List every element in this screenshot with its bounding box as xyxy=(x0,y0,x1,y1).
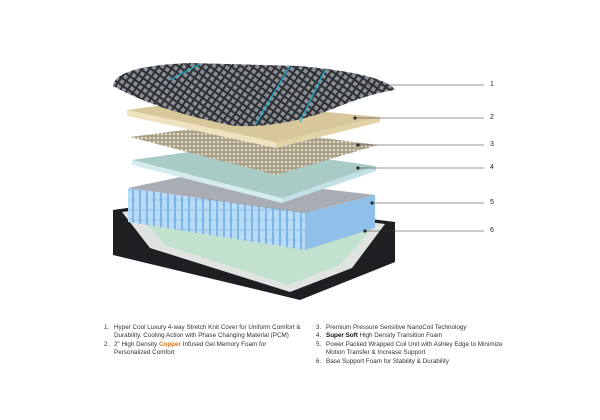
legend-number: 4. xyxy=(316,332,322,340)
legend-column-left: 1. Hyper Cool Luxury 4-way Stretch Knit … xyxy=(104,324,304,358)
legend-text: 2" High Density Copper Infused Gel Memor… xyxy=(114,341,304,358)
legend-number: 5. xyxy=(316,340,322,348)
legend-column-right: 3. Premium Pressure Sensitive NanoCoil T… xyxy=(316,324,506,366)
legend-item-5: 5. Power Packed Wrapped Coil Unit with A… xyxy=(316,341,506,358)
legend-number: 6. xyxy=(316,357,322,365)
callout-1: 1 xyxy=(490,81,494,88)
callout-3: 3 xyxy=(490,141,494,148)
callout-6: 6 xyxy=(490,227,494,234)
legend-text: Hyper Cool Luxury 4-way Stretch Knit Cov… xyxy=(114,324,301,340)
legend-item-6: 6. Base Support Foam for Stability & Dur… xyxy=(316,358,506,366)
stretch-knit-cover-layer xyxy=(113,63,395,127)
callout-5: 5 xyxy=(490,199,494,206)
legend-item-1: 1. Hyper Cool Luxury 4-way Stretch Knit … xyxy=(104,324,304,341)
legend-item-4: 4. Super Soft High Density Transition Fo… xyxy=(316,332,506,340)
legend-text-part: 2" High Density xyxy=(114,340,159,348)
legend-number: 3. xyxy=(316,324,322,331)
leader-lines xyxy=(353,83,484,233)
legend-text-part: Infused Gel Memory Foam for Personalized… xyxy=(114,340,267,357)
legend-item-3: 3. Premium Pressure Sensitive NanoCoil T… xyxy=(316,324,506,332)
legend-number: 2. xyxy=(104,340,110,348)
copper-highlight: Copper xyxy=(158,340,181,348)
legend-text: Premium Pressure Sensitive NanoCoil Tech… xyxy=(326,324,467,331)
legend-text: Power Packed Wrapped Coil Unit with Ashl… xyxy=(326,340,503,357)
legend-item-2: 2. 2" High Density Copper Infused Gel Me… xyxy=(104,341,304,358)
legend-text: Super Soft High Density Transition Foam xyxy=(326,332,442,340)
callout-2: 2 xyxy=(490,114,494,121)
legend-text: Base Support Foam for Stability & Durabi… xyxy=(326,357,449,365)
super-soft-bold: Super Soft xyxy=(326,332,358,340)
legend-text-part: High Density Transition Foam xyxy=(357,332,443,340)
callout-4: 4 xyxy=(490,164,494,171)
legend-number: 1. xyxy=(104,324,110,331)
